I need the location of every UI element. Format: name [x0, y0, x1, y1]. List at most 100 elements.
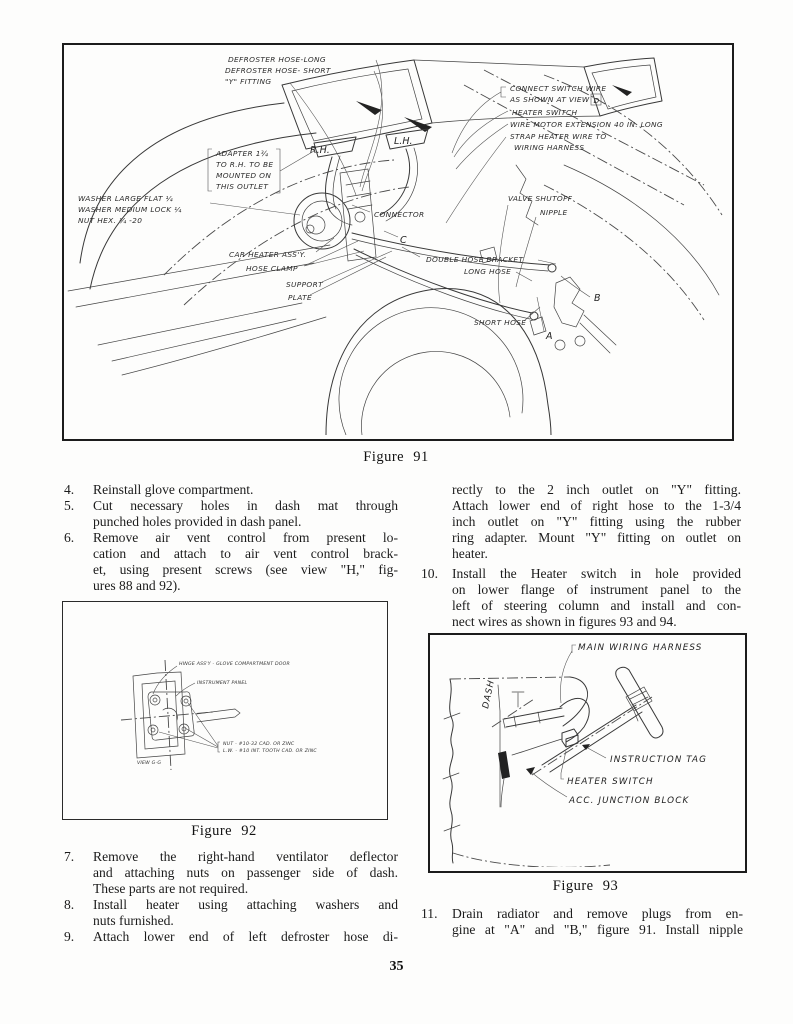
label-strap-heater-wire-2: WIRING HARNESS — [514, 143, 584, 152]
instruction-line: Remove the right-hand ventilator deflect… — [93, 849, 398, 864]
instruction-line: left of steering column and install and … — [452, 598, 741, 613]
label-main-wiring-harness: MAIN WIRING HARNESS — [578, 643, 702, 653]
label-plate: PLATE — [288, 293, 312, 302]
instruction-line: Install heater using attaching washers a… — [93, 897, 398, 912]
label-defroster-hose-long: DEFROSTER HOSE-LONG — [228, 55, 326, 64]
car-body-outline — [67, 57, 723, 435]
item-number: 11. — [421, 906, 438, 921]
instruction-line: on lower flange of instrument panel to t… — [452, 582, 741, 597]
instruction-line: rectly to the 2 inch outlet on "Y" fitti… — [452, 482, 741, 497]
figure-92-frame: HINGE ASS'Y - GLOVE COMPARTMENT DOOR INS… — [62, 601, 388, 820]
label-connector: CONNECTOR — [374, 210, 424, 219]
instruction-line: heater. — [452, 546, 488, 561]
label-b: B — [594, 293, 601, 304]
label-lh: L.H. — [394, 136, 412, 147]
instruction-line: punched holes provided in dash panel. — [93, 514, 302, 529]
label-dash: DASH — [481, 679, 497, 710]
label-view-g-g: VIEW G-G — [137, 760, 161, 766]
instruction-line: inch outlet on "Y" fitting using the rub… — [452, 514, 741, 529]
label-nut-hex: NUT HEX. ¼ -20 — [78, 216, 142, 225]
figure-93-drawing: MAIN WIRING HARNESS DASH INSTRUCTION TAG… — [442, 643, 707, 867]
instruction-line: ring adapter. Mount "Y" fitting on outle… — [452, 530, 741, 545]
instruction-line: Attach lower end of right hose to the 1-… — [452, 498, 741, 513]
instruction-list-right-2: 11. Drain radiator and remove plugs from… — [421, 906, 743, 938]
instruction-list-left-2: 7. Remove the right-hand ventilator defl… — [64, 849, 398, 945]
label-valve-shutoff: VALVE SHUTOFF — [508, 194, 573, 203]
figure-93-labels: MAIN WIRING HARNESS DASH INSTRUCTION TAG… — [481, 643, 707, 806]
item-number: 7. — [64, 849, 75, 864]
label-hose-clamp: HOSE CLAMP — [246, 264, 298, 273]
label-adapter-2: TO R.H. TO BE — [216, 160, 273, 169]
label-instruction-tag: INSTRUCTION TAG — [610, 755, 707, 765]
label-adapter-1: ADAPTER 1¾ — [215, 149, 269, 158]
label-y-fitting: "Y" FITTING — [225, 77, 271, 86]
instruction-list-right: 10. Install the Heater switch in hole pr… — [421, 566, 741, 630]
label-defroster-hose-short: DEFROSTER HOSE- SHORT — [225, 66, 331, 75]
label-washer-lock: WASHER MEDIUM LOCK ¼ — [78, 205, 182, 214]
instruction-item-10: 10. Install the Heater switch in hole pr… — [421, 566, 741, 630]
figure-91-caption: Figure 91 — [363, 449, 429, 465]
item-number: 8. — [64, 897, 75, 912]
label-strap-heater-wire-1: STRAP HEATER WIRE TO — [510, 132, 607, 141]
label-short-hose: SHORT HOSE — [474, 318, 526, 327]
instruction-item-11: 11. Drain radiator and remove plugs from… — [421, 906, 743, 938]
instruction-line: et, using present screws (see view "H," … — [93, 562, 398, 577]
instruction-line: Attach lower end of left defroster hose … — [93, 929, 398, 944]
figure-93-caption: Figure 93 — [552, 878, 619, 894]
label-adapter-3: MOUNTED ON — [216, 171, 271, 180]
instruction-line: Install the Heater switch in hole provid… — [452, 566, 741, 581]
label-a: A — [545, 331, 553, 342]
instruction-item-6: 6. Remove air vent control from present … — [64, 530, 398, 594]
instruction-line: Drain radiator and remove plugs from en- — [452, 906, 743, 921]
item-number: 4. — [64, 482, 75, 497]
instruction-line: nuts furnished. — [93, 913, 174, 928]
label-c: C — [400, 235, 407, 246]
instruction-line: gine at "A" and "B," figure 91. Install … — [452, 922, 743, 937]
instruction-item-9: 9. Attach lower end of left defroster ho… — [64, 929, 398, 945]
label-rh: R.H. — [310, 145, 330, 156]
figure-92-labels: HINGE ASS'Y - GLOVE COMPARTMENT DOOR INS… — [137, 661, 317, 766]
label-connect-switch-wire-1: CONNECT SWITCH WIRE — [510, 84, 606, 93]
heater-assembly — [293, 128, 617, 354]
instruction-item-7: 7. Remove the right-hand ventilator defl… — [64, 849, 398, 897]
label-adapter-4: THIS OUTLET — [216, 182, 268, 191]
label-nut: NUT - #10-32 CAD. OR ZINC — [223, 741, 295, 747]
instruction-line: nect wires as shown in figures 93 and 94… — [452, 614, 677, 629]
label-support: SUPPORT — [286, 280, 323, 289]
label-heater-switch: HEATER SWITCH — [567, 777, 654, 787]
instruction-line: Reinstall glove compartment. — [93, 482, 254, 497]
page-number: 35 — [389, 959, 404, 974]
label-car-heater-assy: CAR HEATER ASS'Y. — [229, 250, 306, 259]
label-long-hose: LONG HOSE — [464, 267, 511, 276]
label-view-d: D — [594, 96, 600, 105]
label-nipple: NIPPLE — [540, 208, 568, 217]
figure-92-caption: Figure 92 — [191, 823, 257, 839]
item-number: 10. — [421, 566, 438, 581]
instruction-line: and attaching nuts on passenger side of … — [93, 865, 398, 880]
hinge-drawing — [120, 659, 241, 771]
instruction-line: Cut necessary holes in dash mat through — [93, 498, 398, 513]
instruction-line: Remove air vent control from present lo- — [93, 530, 398, 545]
figure-91-frame: DEFROSTER HOSE-LONG DEFROSTER HOSE- SHOR… — [62, 43, 734, 441]
label-washer-flat: WASHER LARGE FLAT ¼ — [78, 194, 174, 203]
label-instrument-panel: INSTRUMENT PANEL — [197, 680, 248, 686]
label-connect-switch-wire-2: AS SHOWN AT VIEW — [509, 95, 590, 104]
label-heater-switch: HEATER SWITCH — [512, 108, 577, 117]
dash-drawing — [442, 644, 664, 867]
instruction-item-5: 5. Cut necessary holes in dash mat throu… — [64, 498, 398, 530]
figure-91-labels: DEFROSTER HOSE-LONG DEFROSTER HOSE- SHOR… — [78, 55, 663, 342]
instruction-list-left: 4. Reinstall glove compartment. 5. Cut n… — [64, 482, 398, 594]
figure-92-drawing: HINGE ASS'Y - GLOVE COMPARTMENT DOOR INS… — [120, 659, 317, 771]
label-acc-junction-block: ACC. JUNCTION BLOCK — [568, 796, 689, 806]
label-lockwasher: L.W. - #10 INT. TOOTH CAD. OR ZINC — [223, 748, 317, 754]
label-wire-motor-extension: WIRE MOTOR EXTENSION 40 IN. LONG — [510, 120, 663, 129]
figure-93-frame: MAIN WIRING HARNESS DASH INSTRUCTION TAG… — [428, 633, 747, 873]
label-double-hose-bracket: DOUBLE HOSE BRACKET — [426, 255, 523, 264]
item-number: 9. — [64, 929, 75, 944]
instruction-item-9-continuation: rectly to the 2 inch outlet on "Y" fitti… — [452, 482, 741, 562]
figure-91-drawing: DEFROSTER HOSE-LONG DEFROSTER HOSE- SHOR… — [67, 55, 723, 435]
instruction-line: cation and attach to air vent control br… — [93, 546, 398, 561]
instruction-item-8: 8. Install heater using attaching washer… — [64, 897, 398, 929]
instruction-line: ures 88 and 92). — [93, 578, 181, 593]
